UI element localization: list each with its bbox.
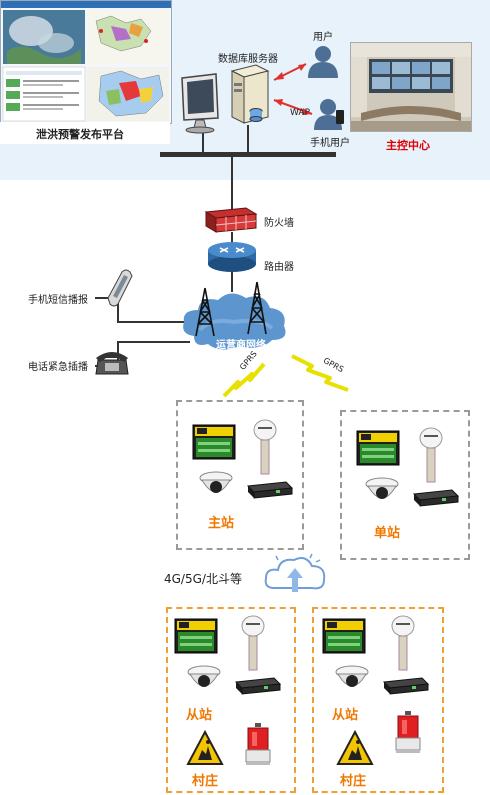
control-center-photo [350,42,472,132]
gprs-right-bolt [291,354,349,392]
telephone-icon [95,352,129,375]
main-camera-icon [199,471,233,493]
platform-label: 泄洪预警发布平台 [36,128,124,141]
mobile-user-icon [314,99,344,130]
sub-left-warning-sign-icon [186,730,224,765]
database-server-label: 数据库服务器 [218,54,278,65]
sub-right-station-label: 从站 [332,708,359,723]
signal-tower-left-icon [195,287,215,337]
main-controller-box-icon [246,481,294,499]
firewall-icon [204,207,258,233]
sub-left-camera-icon [187,665,221,687]
sub-right-rain-gauge-icon [391,615,415,671]
mobile-user-label: 手机用户 [310,138,350,149]
single-controller-box-icon [412,489,460,507]
gprs-left-bolt [222,362,266,398]
sub-station-left-box [166,607,296,793]
platform-label-bar [0,122,170,144]
single-data-logger-icon [356,430,400,466]
single-camera-icon [365,477,399,499]
monitor-icon [181,73,219,134]
user-label: 用户 [313,32,333,43]
wireless-link-label: 4G/5G/北斗等 [164,572,242,586]
single-station-box [340,410,470,560]
main-data-logger-icon [192,424,236,460]
sub-station-right-box [312,607,444,793]
sub-left-rain-gauge-icon [241,615,265,671]
phone-emergency-label: 电话紧急插播 [28,362,88,373]
firewall-label: 防火墙 [264,218,294,229]
router-icon [208,242,256,272]
mobile-phone-icon [107,269,133,307]
single-rain-gauge-icon [419,427,443,483]
main-station-box [176,400,304,550]
sub-left-controller-box-icon [234,677,282,695]
sub-left-data-logger-icon [174,618,218,654]
carrier-network-label: 运营商网络 [216,340,266,351]
router-label: 路由器 [264,262,294,273]
sub-right-controller-box-icon [382,677,430,695]
main-station-label: 主站 [208,516,235,531]
sms-broadcast-label: 手机短信播报 [28,295,88,306]
control-center-label: 主控中心 [386,139,430,152]
village-left-label: 村庄 [192,774,219,789]
database-server-icon [230,64,270,124]
village-right-label: 村庄 [340,774,367,789]
wap-label: WAP [290,108,310,118]
wireless-link-cloud-icon [264,553,326,592]
user-icon [308,46,338,78]
sub-right-camera-icon [335,665,369,687]
sub-left-alarm-light-icon [245,723,271,765]
sub-right-alarm-light-icon [395,711,421,753]
sub-left-station-label: 从站 [186,708,213,723]
platform-screenshot [0,0,172,124]
sub-right-warning-sign-icon [336,730,374,765]
main-rain-gauge-icon [253,419,277,475]
sub-right-data-logger-icon [322,618,366,654]
single-station-label: 单站 [374,526,401,541]
signal-tower-right-icon [247,281,267,335]
